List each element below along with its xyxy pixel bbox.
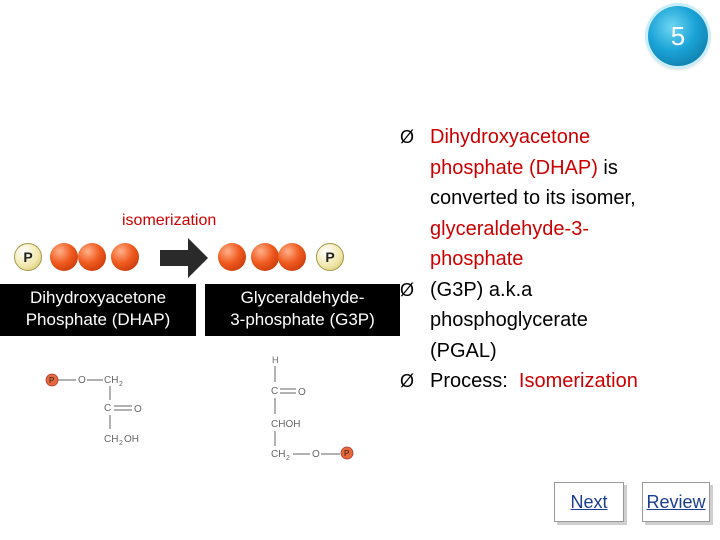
- phosphate-circle: P: [14, 243, 42, 271]
- bullet-item-g3p: Ø (G3P) a.k.a phosphoglycerate (PGAL): [400, 275, 712, 367]
- formula-ch: CH: [104, 434, 118, 445]
- bullet-arrow-icon: Ø: [400, 127, 415, 147]
- bullet-text: phosphate (DHAP): [430, 156, 598, 179]
- dhap-label-line2: Phosphate (DHAP): [25, 310, 171, 329]
- formula-o: O: [312, 449, 320, 460]
- step-number-badge: 5: [648, 6, 708, 66]
- formula-p: P: [49, 376, 54, 385]
- bullet-text: (PGAL): [430, 339, 497, 362]
- bullet-text: converted to its isomer,: [430, 187, 636, 209]
- carbon-bead: [218, 243, 246, 271]
- formula-c: C: [271, 386, 278, 397]
- bullet-text: is: [597, 156, 618, 179]
- g3p-molecule-chain: P: [218, 243, 348, 273]
- bullet-text: glyceraldehyde-3-: [430, 217, 589, 240]
- bullet-text: phosphoglycerate: [430, 309, 588, 331]
- g3p-label-box: Glyceraldehyde- 3-phosphate (G3P): [205, 284, 400, 336]
- g3p-structural-formula: H C O CHOH CH 2 O P: [271, 355, 354, 462]
- phosphate-circle: P: [316, 243, 344, 271]
- carbon-bead: [78, 243, 106, 271]
- formula-subscript: 2: [119, 440, 123, 447]
- bullet-text: phosphate: [430, 248, 524, 270]
- bullet-arrow-icon: Ø: [400, 371, 415, 391]
- bullet-text: Isomerization: [518, 370, 638, 392]
- formula-h: H: [272, 355, 279, 365]
- carbon-bead: [111, 243, 139, 271]
- bullet-item-dhap: Ø Dihydroxyacetone phosphate (DHAP) is c…: [400, 122, 712, 275]
- dhap-structural-formula: P O CH 2 C O CH 2 OH: [45, 373, 142, 447]
- formula-oh: OH: [124, 434, 139, 445]
- formula-subscript: 2: [119, 381, 123, 388]
- bullet-text: (G3P) a.k.a: [430, 278, 533, 301]
- formula-p: P: [344, 449, 349, 458]
- formula-o: O: [78, 375, 86, 386]
- review-button[interactable]: Review: [642, 482, 710, 522]
- next-button[interactable]: Next: [554, 482, 624, 522]
- formula-o: O: [298, 387, 306, 398]
- carbon-bead: [251, 243, 279, 271]
- formula-subscript: 2: [286, 455, 290, 462]
- g3p-label-line2: 3-phosphate (G3P): [230, 310, 375, 329]
- formula-ch: CH: [104, 375, 118, 386]
- bullet-item-process: Ø Process: Isomerization: [400, 366, 712, 397]
- bullet-list: Ø Dihydroxyacetone phosphate (DHAP) is c…: [400, 122, 712, 397]
- dhap-label-box: Dihydroxyacetone Phosphate (DHAP): [0, 284, 196, 336]
- bullet-text: Process:: [430, 370, 519, 392]
- carbon-bead: [50, 243, 78, 271]
- carbon-bead: [278, 243, 306, 271]
- isomerization-label: isomerization: [122, 212, 217, 229]
- g3p-label-line1: Glyceraldehyde-: [240, 288, 365, 307]
- bullet-arrow-icon: Ø: [400, 279, 415, 300]
- bullet-text: Dihydroxyacetone: [430, 126, 591, 148]
- formula-ch: CH: [271, 449, 285, 460]
- formula-o: O: [134, 404, 142, 415]
- formula-c: C: [104, 403, 111, 414]
- dhap-molecule-chain: P: [14, 243, 144, 273]
- formula-choh: CHOH: [271, 419, 300, 430]
- reaction-arrow-icon: [160, 238, 208, 278]
- dhap-label-line1: Dihydroxyacetone: [29, 288, 167, 307]
